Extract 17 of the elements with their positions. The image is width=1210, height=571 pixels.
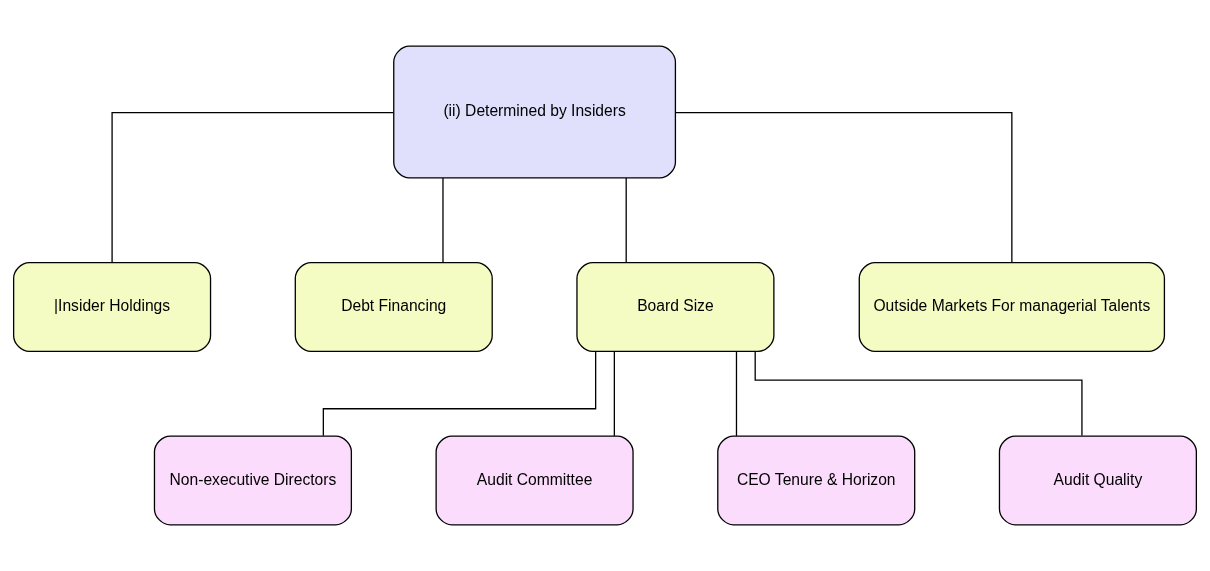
connector <box>442 177 444 264</box>
node-box: Audit Quality <box>998 435 1197 526</box>
node-box: (ii) Determined by Insiders <box>393 45 677 179</box>
node-box: Board Size <box>576 262 775 352</box>
connector <box>111 112 394 264</box>
node-box: Audit Committee <box>435 435 634 526</box>
node-box: Outside Markets For managerial Talents <box>858 262 1166 352</box>
connector <box>754 350 1083 437</box>
node-box: Non-executive Directors <box>153 435 352 526</box>
node-box: |Insider Holdings <box>13 262 212 352</box>
connector <box>322 351 597 437</box>
node-box: CEO Tenure & Horizon <box>717 435 916 526</box>
node-box: Debt Financing <box>294 262 493 352</box>
connector <box>613 351 615 437</box>
connector <box>625 177 627 264</box>
connector <box>735 351 738 437</box>
connector <box>675 112 1013 264</box>
